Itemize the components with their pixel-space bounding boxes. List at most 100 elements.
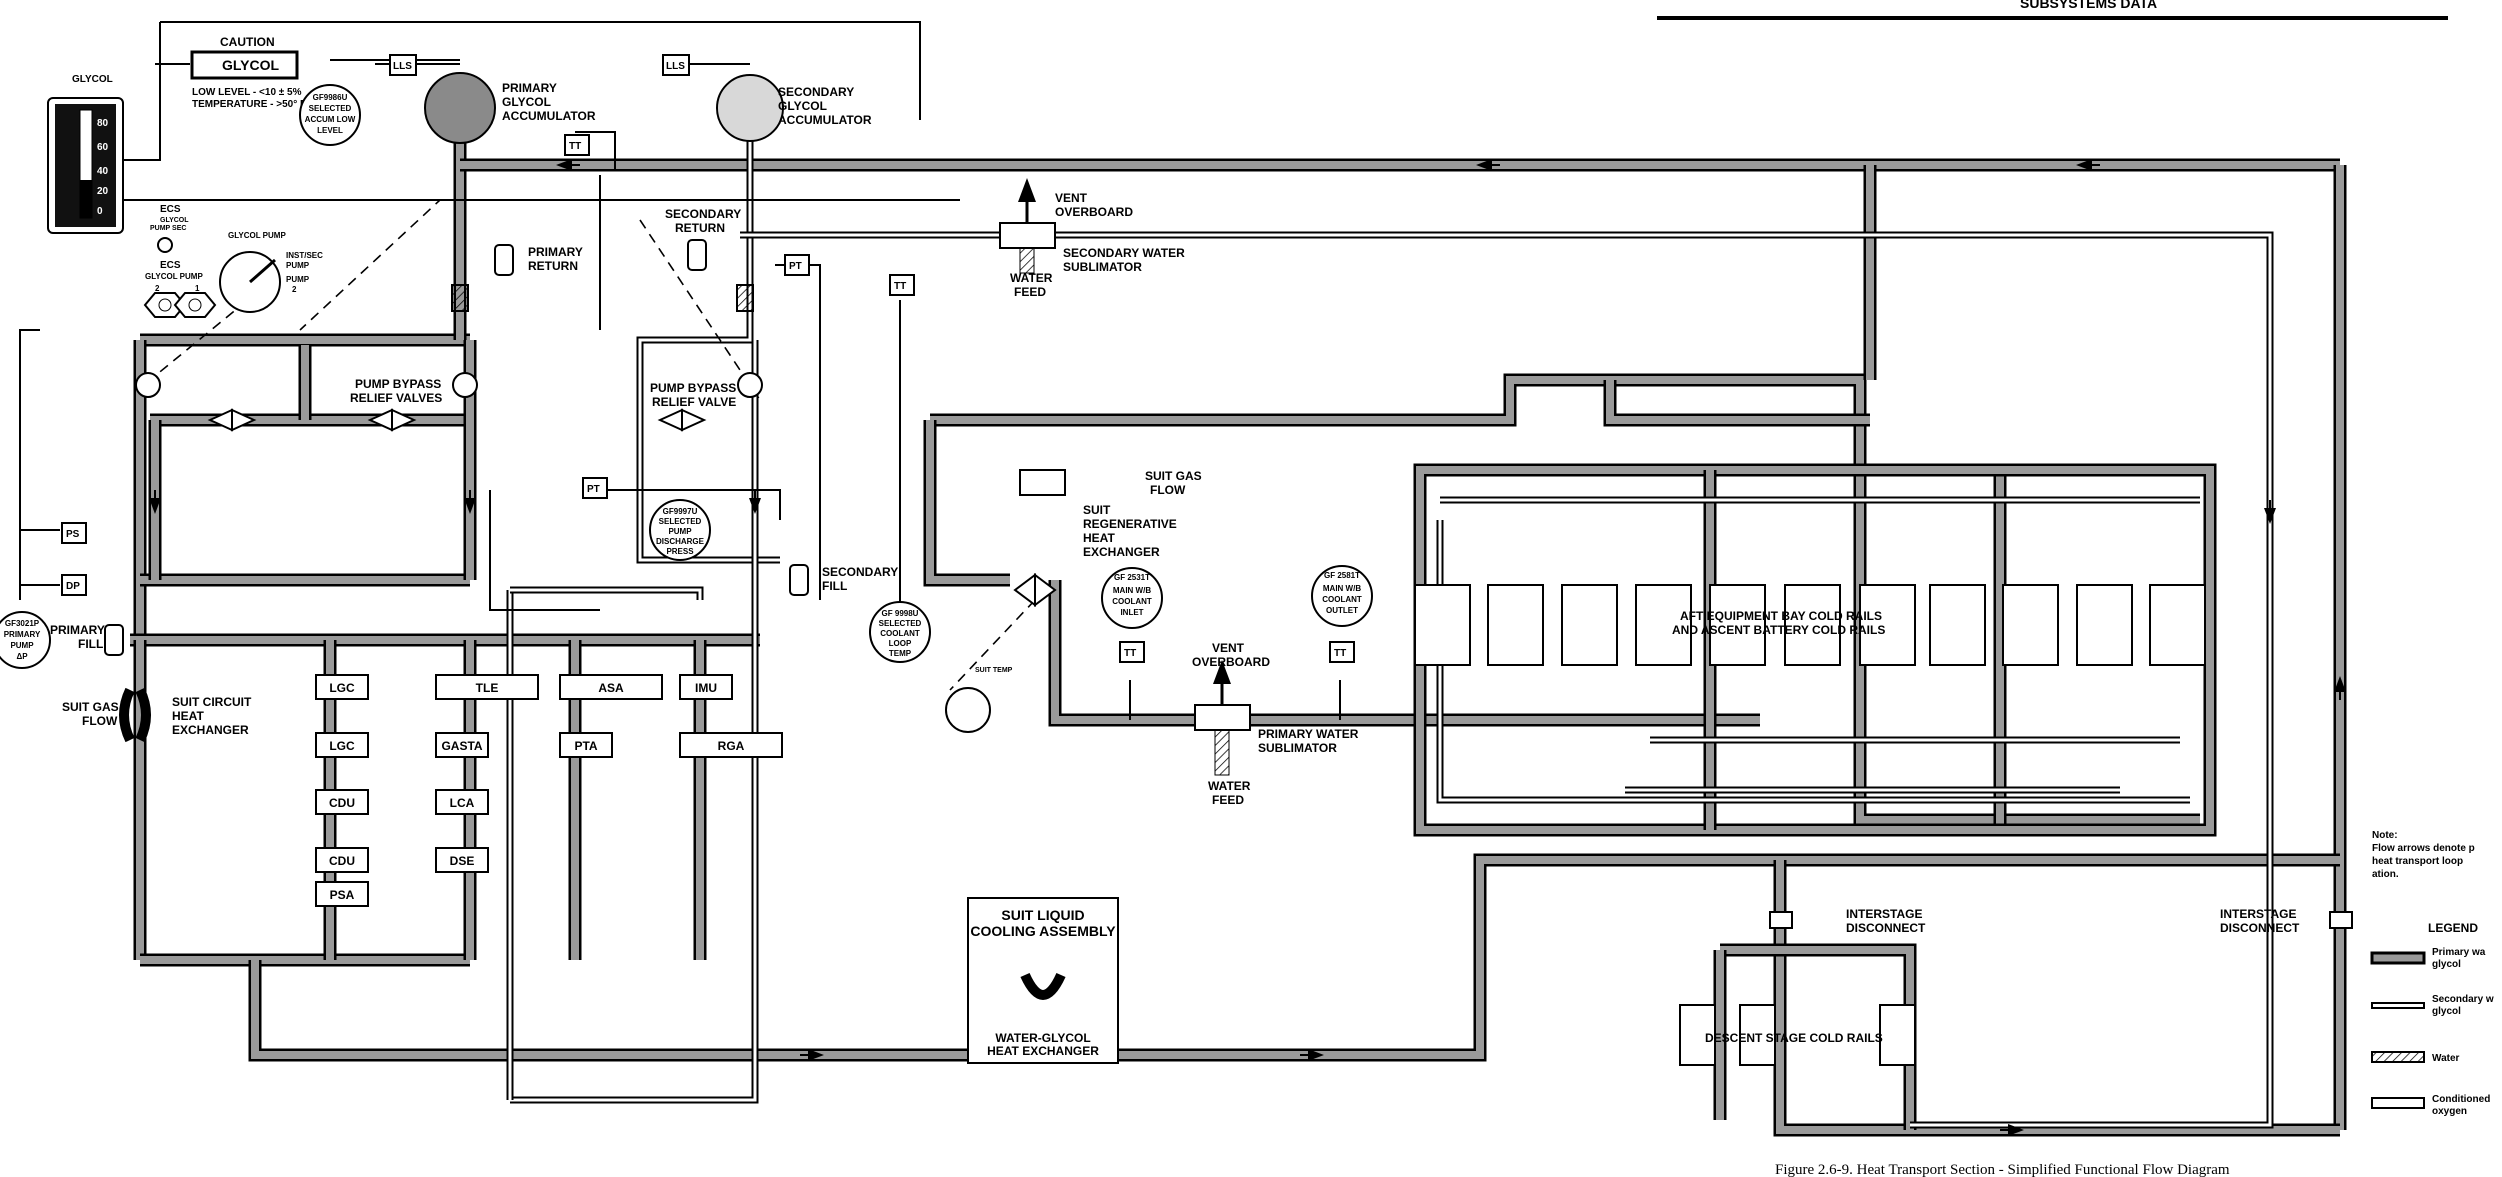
primary-accumulator-label: PRIMARY GLYCOL ACCUMULATOR	[502, 81, 596, 123]
caution-panel: CAUTION GLYCOL LOW LEVEL - <10 ± 5% TEMP…	[190, 35, 306, 110]
svg-text:CDU: CDU	[329, 796, 355, 810]
svg-text:GLYCOL: GLYCOL	[72, 74, 113, 85]
svg-text:CAUTION: CAUTION	[220, 35, 275, 49]
svg-text:PTA: PTA	[574, 739, 597, 753]
equipment-col2: TLE GASTA LCA DSE	[435, 674, 539, 873]
svg-text:TT: TT	[894, 281, 906, 292]
interstage-right-icon	[2329, 911, 2353, 929]
water-feed-mid-icon	[1214, 729, 1230, 776]
svg-text:RGA: RGA	[718, 739, 745, 753]
svg-text:ECS: ECS	[160, 260, 181, 271]
secondary-accumulator-label: SECONDARY GLYCOL ACCUMULATOR	[778, 85, 872, 127]
header-text: SUBSYSTEMS DATA	[2020, 0, 2157, 11]
legend-title: LEGEND	[2428, 921, 2478, 935]
secondary-sublimator-icon	[999, 222, 1056, 249]
return-filters	[104, 239, 809, 656]
svg-text:ECS: ECS	[160, 204, 181, 215]
svg-text:20: 20	[97, 186, 109, 197]
svg-text:PSA: PSA	[330, 888, 355, 902]
sensor-wiring	[19, 21, 1341, 720]
note-text: Note: Flow arrows denote p heat transpor…	[2372, 830, 2478, 880]
svg-text:GLYCOL: GLYCOL	[160, 217, 189, 224]
svg-text:LGC: LGC	[329, 681, 355, 695]
secondary-accumulator-icon	[716, 74, 784, 142]
equipment-col3: ASA PTA	[559, 674, 663, 758]
svg-text:TT: TT	[1334, 648, 1346, 659]
pumps	[135, 372, 763, 398]
svg-text:TEMPERATURE - >50° F: TEMPERATURE - >50° F	[192, 99, 306, 110]
water-feed-top-icon	[1019, 247, 1035, 274]
water-glycol-hx-icon	[1020, 972, 1066, 1000]
svg-text:GLYCOL: GLYCOL	[222, 57, 279, 73]
svg-text:GLYCOL PUMP: GLYCOL PUMP	[228, 231, 286, 240]
cold-rails	[1414, 584, 2206, 666]
descent-stage-label: DESCENT STAGE COLD RAILS	[1705, 1031, 1883, 1045]
glycol-gauge: GLYCOL 80 60 40 20 0	[47, 74, 124, 234]
svg-text:0: 0	[97, 206, 103, 217]
svg-text:PUMP: PUMP	[286, 275, 310, 284]
suit-temp-gauge-icon	[945, 687, 991, 733]
lcg-box	[967, 897, 1119, 1064]
svg-text:LGC: LGC	[329, 739, 355, 753]
svg-text:PT: PT	[789, 261, 802, 272]
svg-text:PS: PS	[66, 529, 80, 540]
interstage-center-icon	[1769, 911, 1793, 929]
ecs-panel: ECS GLYCOL PUMP SEC GLYCOL PUMP INST/SEC…	[143, 204, 323, 318]
svg-text:LCA: LCA	[450, 796, 475, 810]
svg-text:2: 2	[292, 285, 297, 294]
suit-circuit-hx-icon	[119, 687, 151, 743]
svg-text:Water: Water	[2432, 1053, 2460, 1064]
svg-text:LLS: LLS	[666, 61, 685, 72]
diverter-valve-icon	[1013, 573, 1057, 607]
figure-caption: Figure 2.6-9. Heat Transport Section - S…	[1775, 1162, 2230, 1177]
svg-text:CDU: CDU	[329, 854, 355, 868]
svg-text:ASA: ASA	[598, 681, 624, 695]
svg-text:PUMP SEC: PUMP SEC	[150, 225, 186, 232]
equipment-col4: IMU RGA	[679, 674, 783, 758]
suit-temp-label: SUIT TEMP	[975, 667, 1013, 674]
svg-text:LOW LEVEL - <10 ± 5%: LOW LEVEL - <10 ± 5%	[192, 87, 302, 98]
svg-text:PUMP: PUMP	[286, 261, 310, 270]
descent-stage-rails	[1679, 1004, 1916, 1066]
svg-text:40: 40	[97, 166, 109, 177]
svg-text:GLYCOL PUMP: GLYCOL PUMP	[145, 272, 203, 281]
svg-text:GASTA: GASTA	[441, 739, 482, 753]
svg-text:1: 1	[195, 284, 200, 293]
svg-text:TLE: TLE	[476, 681, 499, 695]
